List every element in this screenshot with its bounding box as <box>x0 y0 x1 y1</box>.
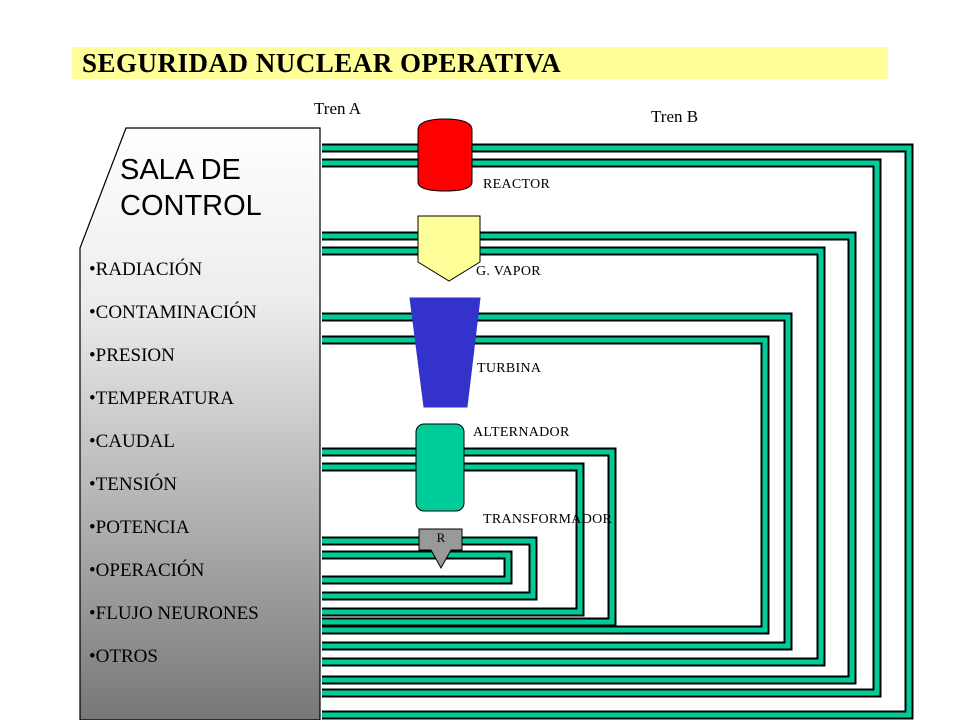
alternator-icon <box>415 423 465 512</box>
parameter-item: •FLUJO NEURONES <box>89 603 259 624</box>
parameter-list: •RADIACIÓN •CONTAMINACIÓN •PRESION •TEMP… <box>89 250 259 680</box>
parameter-item: •TEMPERATURA <box>89 388 234 409</box>
page-title: SEGURIDAD NUCLEAR OPERATIVA <box>82 48 562 78</box>
control-room-panel <box>79 127 321 720</box>
title-bar: SEGURIDAD NUCLEAR OPERATIVA <box>72 47 888 79</box>
train-a-label: Tren A <box>314 99 362 118</box>
control-room-title-line2: CONTROL <box>120 190 262 222</box>
alternator-label: ALTERNADOR <box>473 425 570 440</box>
reactor-line-train-a <box>322 158 882 698</box>
transformer-label: TRANSFORMADOR <box>483 512 613 527</box>
parameter-item: •POTENCIA <box>89 517 190 538</box>
relay-icon <box>418 528 463 570</box>
steam-generator-icon <box>417 215 481 282</box>
steam-generator-line-train-a <box>322 246 826 667</box>
parameter-item: •OPERACIÓN <box>89 560 205 581</box>
control-room-title: SALA DE CONTROL <box>120 152 262 224</box>
steam-generator-label: G. VAPOR <box>476 264 541 279</box>
relay-label: R <box>436 530 446 545</box>
parameter-item: •OTROS <box>89 646 158 667</box>
turbine-line-train-a <box>322 335 770 635</box>
parameter-item: •CONTAMINACIÓN <box>89 302 257 323</box>
reactor-icon <box>417 118 473 192</box>
parameter-item: •CAUDAL <box>89 431 175 452</box>
turbine-line-train-b <box>322 312 793 651</box>
reactor-line-train-b <box>322 143 914 720</box>
turbine-icon <box>409 297 481 408</box>
control-room-title-line1: SALA DE <box>120 154 241 186</box>
parameter-item: •TENSIÓN <box>89 474 177 495</box>
train-b-label: Tren B <box>651 107 699 126</box>
steam-generator-line-train-b <box>322 231 857 685</box>
parameter-item: •PRESION <box>89 345 175 366</box>
turbine-label: TURBINA <box>477 361 542 376</box>
reactor-label: REACTOR <box>483 177 551 192</box>
signal-lines <box>322 143 914 720</box>
transformer-line-train-a <box>322 550 513 585</box>
parameter-item: •RADIACIÓN <box>89 259 203 280</box>
alternator-line-train-b <box>322 447 617 627</box>
